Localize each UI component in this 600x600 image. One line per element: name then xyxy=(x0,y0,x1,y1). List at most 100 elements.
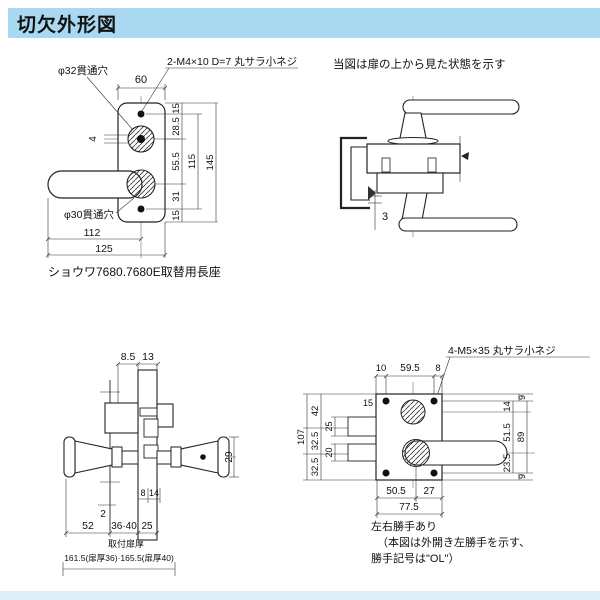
bottom-strip xyxy=(0,591,600,600)
figure-escutcheon-front-view: 60 2-M4×10 D=7 丸サラ小ネジ φ32貫通穴 4 15 28.5 5… xyxy=(30,50,310,290)
dim-14-label: 14 xyxy=(502,401,513,412)
plate-cutout-upper xyxy=(143,418,159,438)
spindle-center xyxy=(137,135,145,143)
dim-125-label: 125 xyxy=(95,243,113,255)
door-panel xyxy=(366,143,461,174)
screw-hole xyxy=(430,397,438,405)
dim-50-5-label: 50.5 xyxy=(386,486,406,497)
dim-15-bottom-label: 15 xyxy=(171,210,182,221)
dim-145-label: 145 xyxy=(205,155,216,171)
dim-77-5-label: 77.5 xyxy=(399,502,419,513)
case-outline-upper xyxy=(347,416,377,437)
hole30-label: φ30貫通穴 xyxy=(64,208,114,221)
lock-case xyxy=(376,172,444,194)
dim-112-label: 112 xyxy=(84,227,101,239)
dim-32-5b-label: 32.5 xyxy=(310,458,321,477)
dim-10-label: 10 xyxy=(376,363,387,374)
long-plate-outline xyxy=(375,393,443,481)
top-dims: 10 59.5 8 xyxy=(373,363,445,397)
dim-4: 4 xyxy=(88,134,128,144)
mount-post-left xyxy=(381,157,391,173)
page-header: 切欠外形図 xyxy=(8,8,600,38)
dim-20-label: 20 xyxy=(324,447,334,457)
dim-3: 3 xyxy=(368,190,388,230)
dim-60-label: 60 xyxy=(135,74,147,86)
case-outline-lower xyxy=(347,443,377,462)
figure-lockset-side-view: 8.5 13 29 8 14 2 xyxy=(40,345,275,590)
screw-note-label: 4-M5×35 丸サラ小ネジ xyxy=(448,344,556,357)
handing-note-2: （本図は外開き左勝手を示す、 xyxy=(377,535,530,549)
dim-13-label: 13 xyxy=(142,351,154,363)
dim-4-label: 4 xyxy=(88,136,99,142)
hole32-label: φ32貫通穴 xyxy=(58,64,108,77)
dim-8-5-label: 8.5 xyxy=(121,351,136,363)
right-dimension-lines xyxy=(146,102,218,223)
latch-case xyxy=(156,403,174,428)
screw-hole-top xyxy=(137,110,145,118)
dim-8-5-13: 8.5 13 xyxy=(115,351,161,403)
dim-total-label: 161.5(扉厚36)·165.5(扉厚40) xyxy=(64,553,174,563)
screw-hole-bottom xyxy=(137,205,145,213)
handing-note-3: 勝手記号は"OL"） xyxy=(371,551,459,565)
screw-hole xyxy=(430,469,438,477)
bottom-dims: 52 36·40 25 xyxy=(63,479,160,540)
right-dims xyxy=(442,393,533,481)
lock-body xyxy=(104,402,139,434)
screw-hole xyxy=(382,469,390,477)
dim-27-label: 27 xyxy=(423,486,435,497)
inside-lever xyxy=(398,192,518,232)
figure-door-top-view: 当図は扉の上から見た状態を示す 3 xyxy=(325,50,580,245)
dim-9-bottom-label: 9 xyxy=(517,474,527,479)
strike-notch xyxy=(368,186,376,200)
dim-8-label: 8 xyxy=(435,363,440,374)
fig1-caption: ショウワ7680.7680E取替用長座 xyxy=(48,264,221,279)
dim-107-label: 107 xyxy=(296,429,307,445)
dim-8-14: 8 14 xyxy=(138,488,161,503)
outside-lever xyxy=(387,99,520,145)
dim-25-label: 25 xyxy=(324,421,334,431)
dim-2: 2 xyxy=(98,504,116,520)
total-dim: 161.5(扉厚36)·165.5(扉厚40) xyxy=(62,553,176,576)
bottom-dims: 50.5 27 77.5 xyxy=(374,466,445,518)
dim-29: 29 xyxy=(224,436,239,478)
latch-bolt xyxy=(139,407,158,417)
door-frame xyxy=(339,136,376,210)
dim-14-label: 14 xyxy=(149,488,159,498)
figure-lever-plate-front-view: 4-M5×35 丸サラ小ネジ 10 59.5 8 15 42 32 xyxy=(295,340,595,590)
handing-note-1: 左右勝手あり xyxy=(371,519,437,533)
dim-25-label: 25 xyxy=(141,521,153,532)
dim-52-label: 52 xyxy=(82,520,94,532)
through-hole-30 xyxy=(126,169,156,199)
dim-42-label: 42 xyxy=(310,406,321,417)
dim-3-label: 3 xyxy=(382,211,388,223)
mount-post-right xyxy=(427,157,437,173)
dim-59-5-label: 59.5 xyxy=(400,363,420,374)
dim-15-label: 15 xyxy=(363,398,373,408)
screw-note-label: 2-M4×10 D=7 丸サラ小ネジ xyxy=(167,55,297,68)
hole32-leader xyxy=(86,76,134,131)
dim-2-label: 2 xyxy=(100,509,106,520)
dim-9-top-label: 9 xyxy=(517,395,527,400)
spindle-hole xyxy=(402,439,430,467)
left-knob xyxy=(63,436,139,478)
dim-55-5-label: 55.5 xyxy=(171,152,182,171)
right-knob xyxy=(156,436,230,478)
page-title: 切欠外形図 xyxy=(17,14,118,36)
screw-note-leader xyxy=(435,356,451,400)
dim-8-label: 8 xyxy=(140,488,145,498)
screw-hole xyxy=(382,397,390,405)
dim-60: 60 xyxy=(115,74,168,100)
dim-36-40-label: 36·40 xyxy=(111,521,137,532)
dim-23-5-label: 23.5 xyxy=(502,454,513,473)
edge-pointer xyxy=(459,136,469,182)
dim-31-label: 31 xyxy=(171,191,182,202)
dim-28-5-label: 28.5 xyxy=(171,117,182,136)
dim-15-top-label: 15 xyxy=(171,103,182,114)
dim-32-5a-label: 32.5 xyxy=(310,432,321,451)
dim-51-5-label: 51.5 xyxy=(502,423,513,442)
dim-112-125: 112 125 xyxy=(45,198,168,258)
dim-89-label: 89 xyxy=(516,432,527,443)
screw-note-leader xyxy=(141,67,170,112)
cylinder-hole xyxy=(400,399,426,425)
fig2-note: 当図は扉の上から見た状態を示す xyxy=(333,57,506,71)
